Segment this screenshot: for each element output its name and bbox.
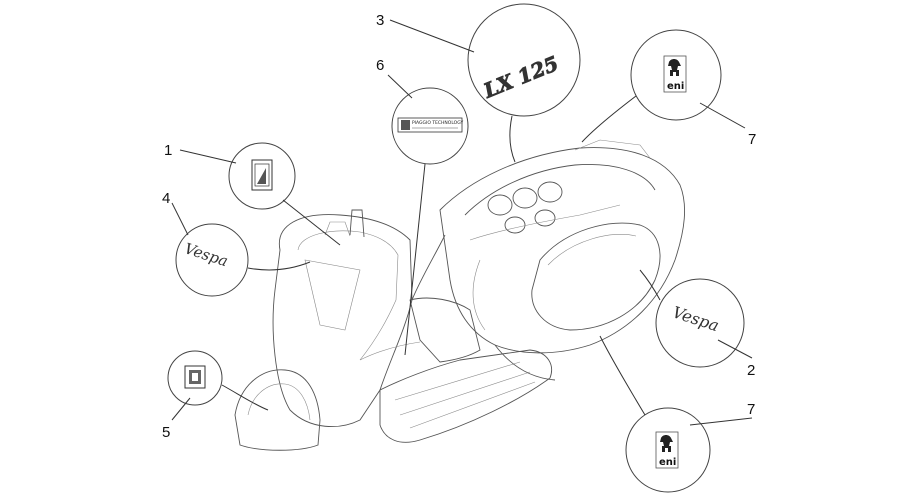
callout-7-top-bubble: eni	[581, 29, 722, 143]
callout-1-bubble	[228, 142, 341, 246]
callout-4-bubble: Vespa	[175, 223, 311, 297]
callout-5-bubble	[167, 350, 269, 411]
callout-number-7-bottom: 7	[747, 401, 755, 418]
leader-7-top	[699, 102, 746, 129]
scooter-body	[234, 139, 685, 451]
callout-number-5: 5	[162, 424, 170, 441]
callout-number-4: 4	[162, 190, 170, 207]
callout-6-bubble: PIAGGIO TECHNOLOGY	[391, 87, 469, 356]
leader-5	[171, 397, 191, 421]
callout-number-2: 2	[747, 362, 755, 379]
callout-3-bubble: LX 125	[467, 3, 581, 163]
leader-6	[387, 74, 413, 99]
leader-2	[717, 339, 753, 359]
leader-3	[389, 19, 475, 53]
callout-7-bottom-bubble: eni	[599, 335, 711, 493]
leader-4	[171, 202, 189, 236]
leader-1	[179, 149, 237, 164]
callout-number-6: 6	[376, 57, 384, 74]
callout-number-3: 3	[376, 12, 384, 29]
decal-plate-text: PIAGGIO TECHNOLOGY	[412, 120, 463, 126]
callout-number-7-top: 7	[748, 131, 756, 148]
callout-2-bubble: Vespa	[639, 269, 745, 368]
decal-eni-top: eni	[667, 81, 684, 92]
leader-7-bottom	[689, 417, 753, 426]
decal-eni-bottom: eni	[659, 457, 676, 468]
callout-number-1: 1	[164, 142, 172, 159]
